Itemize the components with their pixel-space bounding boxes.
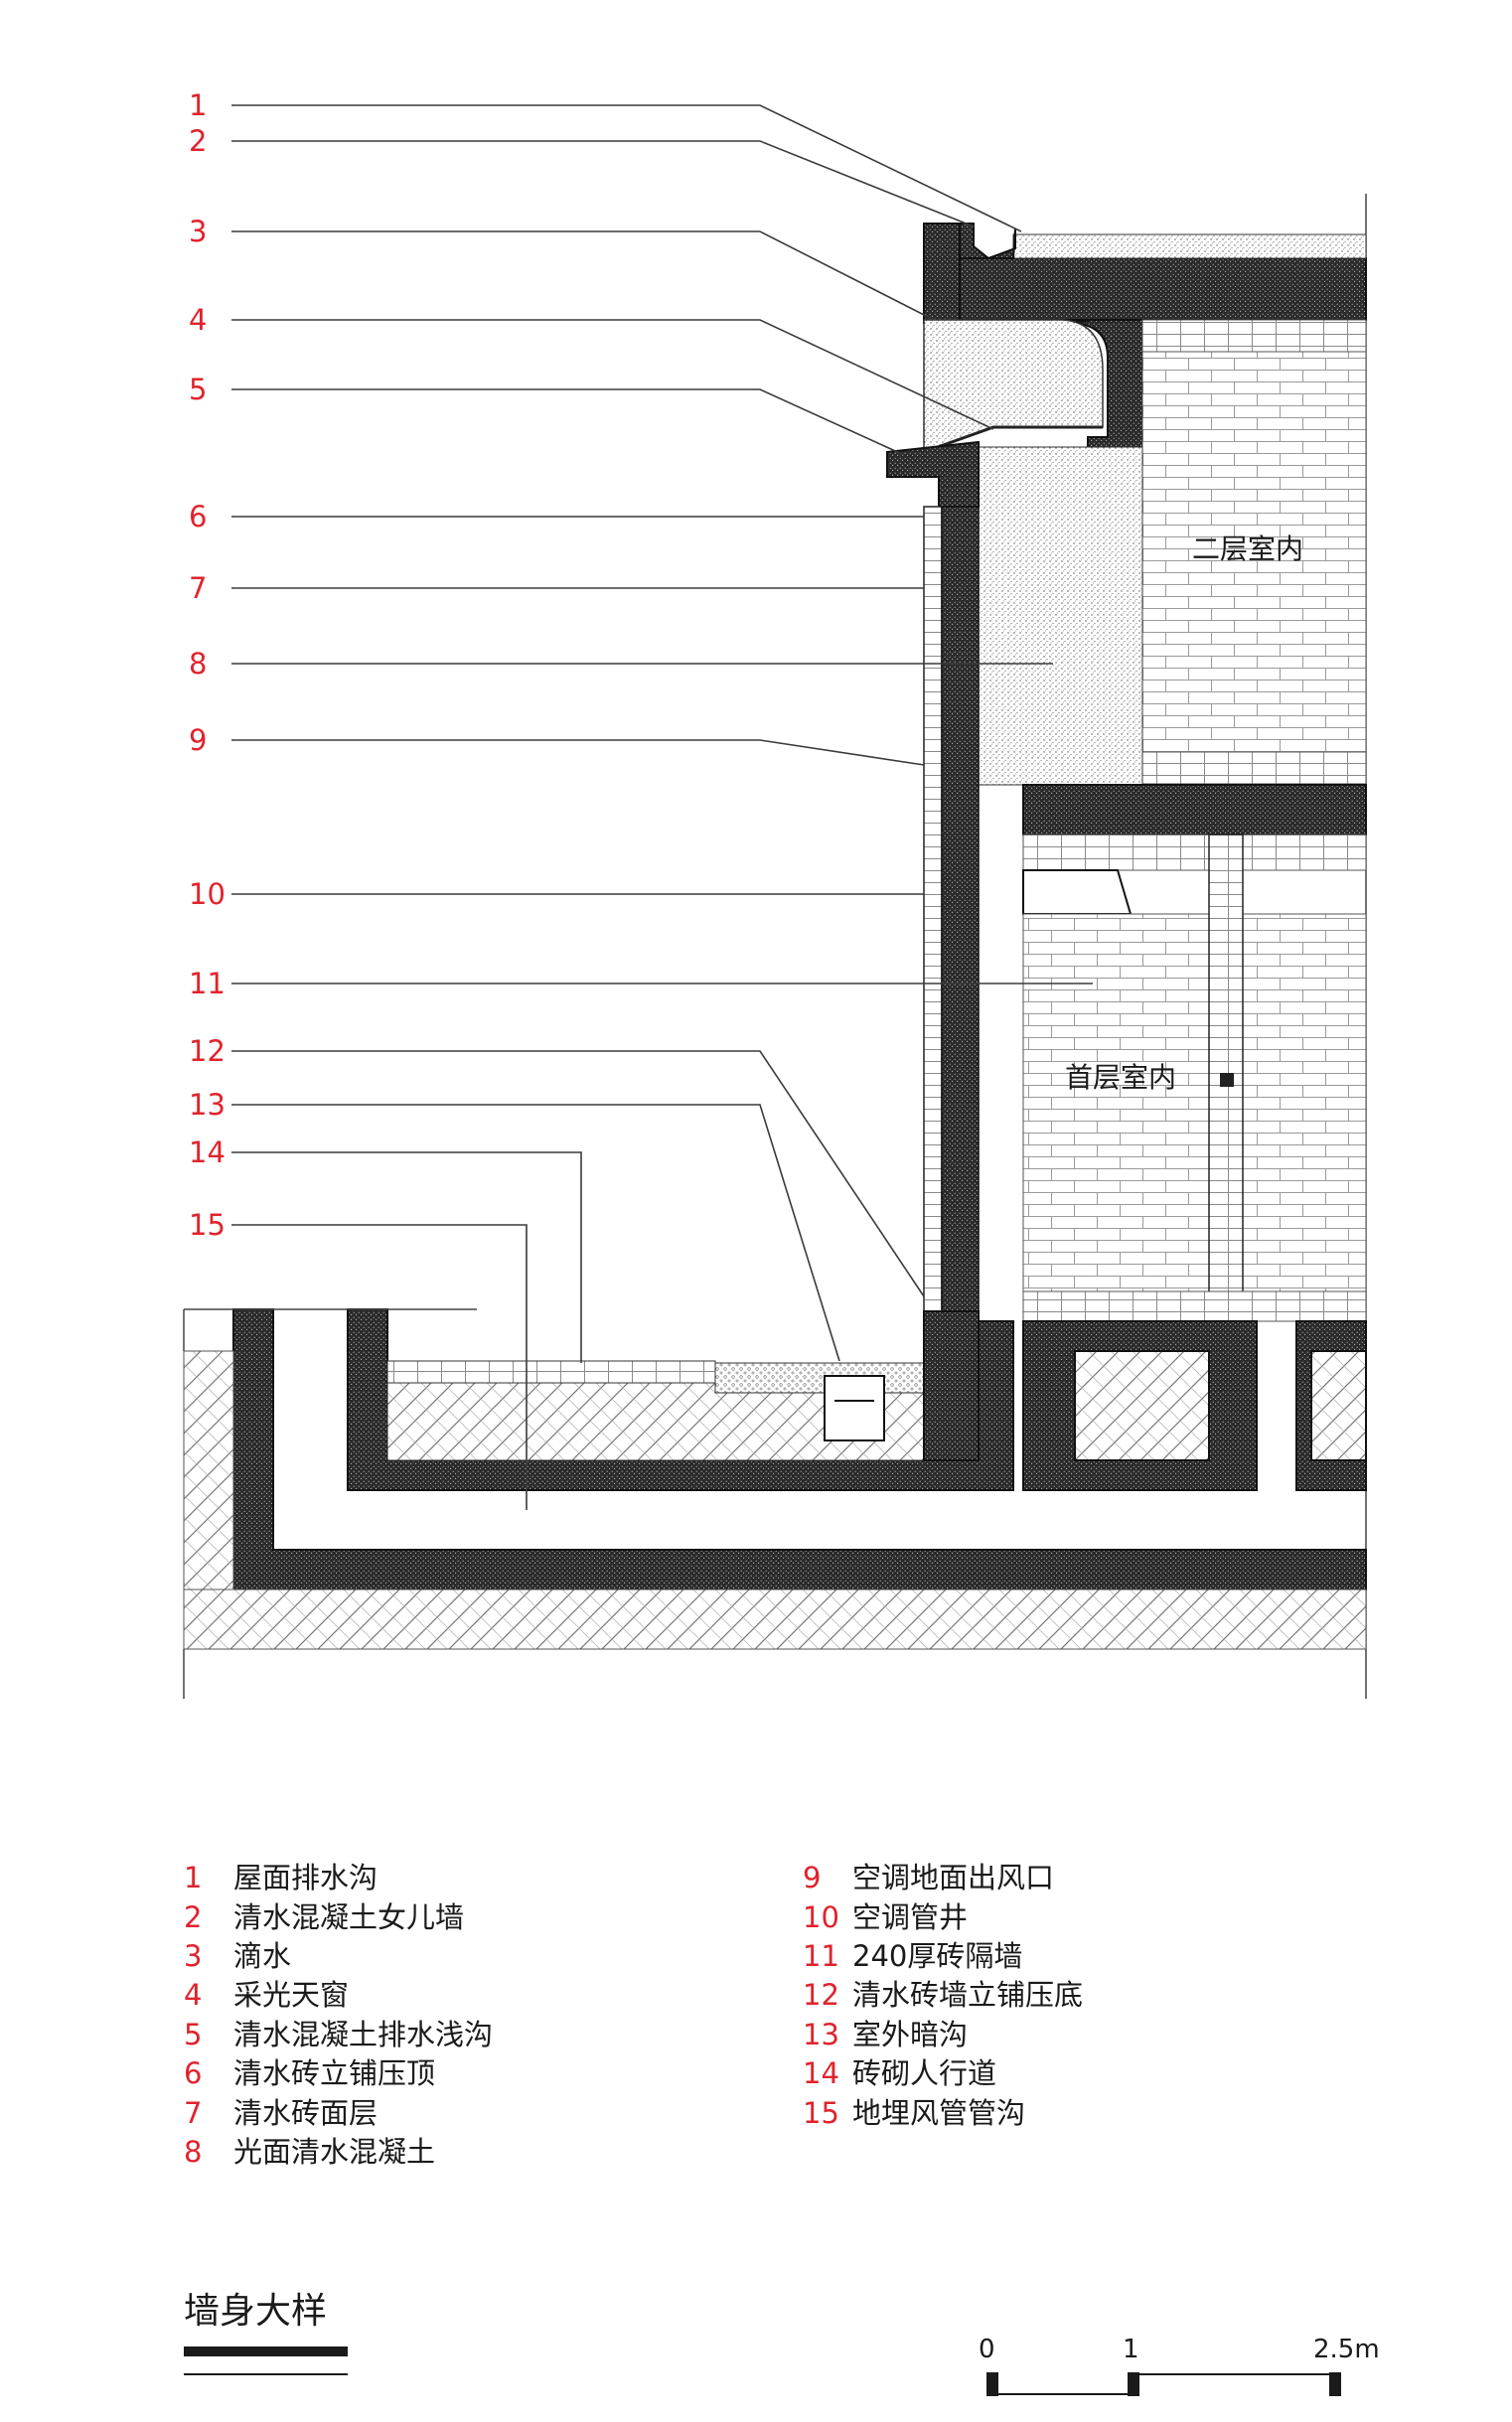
ac-duct (1022, 869, 1133, 915)
callout-11: 11 (189, 967, 226, 1000)
legend-text-9: 空调地面出风口 (852, 1861, 1054, 1894)
legend-text-15: 地埋风管管沟 (852, 2096, 1025, 2130)
legend-text-3: 滴水 (233, 1939, 291, 1973)
legend-text-13: 室外暗沟 (852, 2018, 968, 2051)
drawing-title-block: 墙身大样 (184, 2291, 348, 2375)
legend-num-1: 1 (184, 1861, 202, 1894)
legend-text-4: 采光天窗 (233, 1978, 349, 2012)
second-floor-brick (1141, 319, 1367, 753)
legend-num-5: 5 (184, 2018, 202, 2051)
legend-text-11: 240厚砖隔墙 (852, 1939, 1022, 1973)
gutter-ledge (886, 440, 980, 508)
fair-faced-concrete (978, 446, 1143, 786)
drawing-title: 墙身大样 (184, 2291, 327, 2332)
legend: 1 屋面排水沟 2 清水混凝土女儿墙 3 滴水 4 采光天窗 5 清水混凝土排水… (184, 1861, 1083, 2169)
leader-lines (231, 104, 1093, 1510)
legend-num-6: 6 (184, 2056, 202, 2090)
skylight-glass (923, 425, 1103, 454)
callout-10: 10 (189, 877, 226, 911)
legend-text-8: 光面清水混凝土 (233, 2135, 435, 2169)
legend-num-3: 3 (184, 1939, 202, 1973)
legend-text-5: 清水混凝土排水浅沟 (233, 2018, 493, 2051)
callout-5: 5 (189, 373, 207, 406)
roof-drain-finish (1012, 233, 1367, 259)
scale-label-0: 0 (979, 2335, 995, 2364)
callout-4: 4 (189, 303, 207, 337)
parapet-body (923, 223, 961, 324)
legend-num-9: 9 (803, 1861, 821, 1894)
first-floor-brick (1022, 913, 1367, 1292)
exterior-wall-core (941, 506, 980, 1322)
callout-13: 13 (189, 1088, 226, 1122)
legend-text-14: 砖砌人行道 (852, 2056, 996, 2090)
callout-1: 1 (189, 88, 207, 122)
exterior-wall-brick-face (923, 506, 943, 1312)
hidden-drain (824, 1375, 885, 1441)
callout-2: 2 (189, 124, 207, 158)
legend-text-12: 清水砖墙立铺压底 (852, 1978, 1083, 2012)
room-label-first-floor: 首层室内 (1065, 1061, 1176, 1094)
legend-text-2: 清水混凝土女儿墙 (233, 1900, 464, 1934)
scale-bar: 0 1 2.5m (979, 2335, 1380, 2396)
legend-num-14: 14 (803, 2056, 839, 2090)
building-section: 二层室内 首层室内 (183, 194, 1367, 1699)
legend-num-7: 7 (184, 2096, 202, 2130)
legend-text-6: 清水砖立铺压顶 (233, 2056, 435, 2090)
skylight-well (923, 319, 1104, 454)
drain-wall (923, 1310, 980, 1461)
scale-label-2-5m: 2.5m (1313, 2335, 1380, 2364)
brick-pavement (386, 1360, 716, 1384)
callout-3: 3 (189, 215, 207, 248)
callout-12: 12 (189, 1034, 226, 1068)
callout-6: 6 (189, 500, 207, 533)
legend-num-12: 12 (803, 1978, 839, 2012)
earth-bottom (183, 1589, 1367, 1650)
legend-num-15: 15 (803, 2096, 839, 2130)
first-floor-slab (1022, 784, 1367, 835)
callout-9: 9 (189, 723, 207, 757)
roof-slab (923, 257, 1367, 321)
legend-num-8: 8 (184, 2135, 202, 2169)
legend-text-1: 屋面排水沟 (233, 1861, 378, 1894)
legend-text-7: 清水砖面层 (233, 2096, 378, 2130)
legend-num-11: 11 (803, 1939, 839, 1973)
legend-num-13: 13 (803, 2018, 839, 2051)
callout-7: 7 (189, 571, 207, 605)
scale-label-1: 1 (1123, 2335, 1139, 2364)
callout-numbers: 1 2 3 4 5 6 7 8 9 10 11 12 13 14 15 (189, 88, 226, 1242)
legend-num-2: 2 (184, 1900, 202, 1934)
callout-15: 15 (189, 1208, 226, 1242)
room-label-second-floor: 二层室内 (1192, 532, 1303, 565)
legend-text-10: 空调管井 (852, 1900, 968, 1934)
callout-14: 14 (189, 1135, 226, 1169)
legend-num-4: 4 (184, 1978, 202, 2012)
legend-num-10: 10 (803, 1900, 839, 1934)
callout-8: 8 (189, 647, 207, 681)
pavement-gravel (714, 1362, 925, 1394)
